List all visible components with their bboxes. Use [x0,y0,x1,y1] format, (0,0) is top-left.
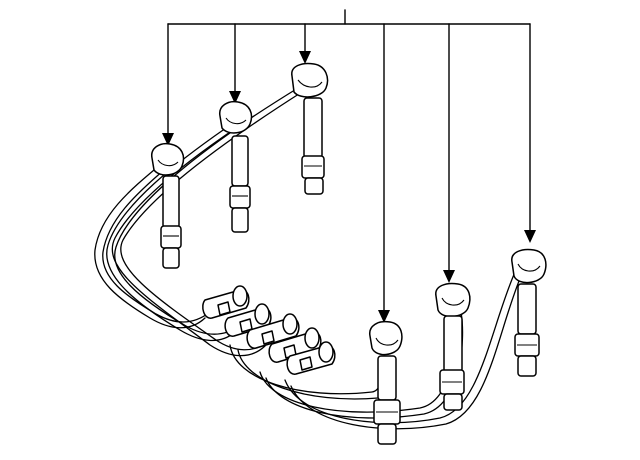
coil-connector-group [202,285,336,375]
coil-connector-5 [286,341,336,375]
wire-6 [284,271,516,424]
wire-6b [290,275,522,430]
leader-3 [299,23,311,64]
leader-2 [229,23,241,104]
plug-boot-3 [291,62,329,195]
arrowhead-icon [524,230,536,243]
coil-connector-1 [202,285,250,319]
wire-3b [120,91,303,351]
plug-boot-6 [511,248,547,377]
arrowhead-icon [443,270,455,283]
arrowhead-icon [162,133,174,146]
wire-4b [237,349,379,400]
leader-4 [378,23,390,323]
plug-boot-4 [369,320,403,445]
wire-1 [94,164,206,329]
plug-boot-1 [151,142,185,269]
callout-leader-group [162,9,536,323]
wire-3 [111,87,299,357]
coil-connector-3 [246,313,300,349]
arrowhead-icon [229,91,241,104]
leader-5 [443,23,455,283]
wire-harness [94,87,522,430]
plug-boot-5 [435,282,471,411]
arrowhead-icon [299,51,311,64]
leader-1 [162,23,174,146]
plug-boot-2 [219,100,253,233]
arrowhead-icon [378,310,390,323]
leader-6 [524,23,536,243]
